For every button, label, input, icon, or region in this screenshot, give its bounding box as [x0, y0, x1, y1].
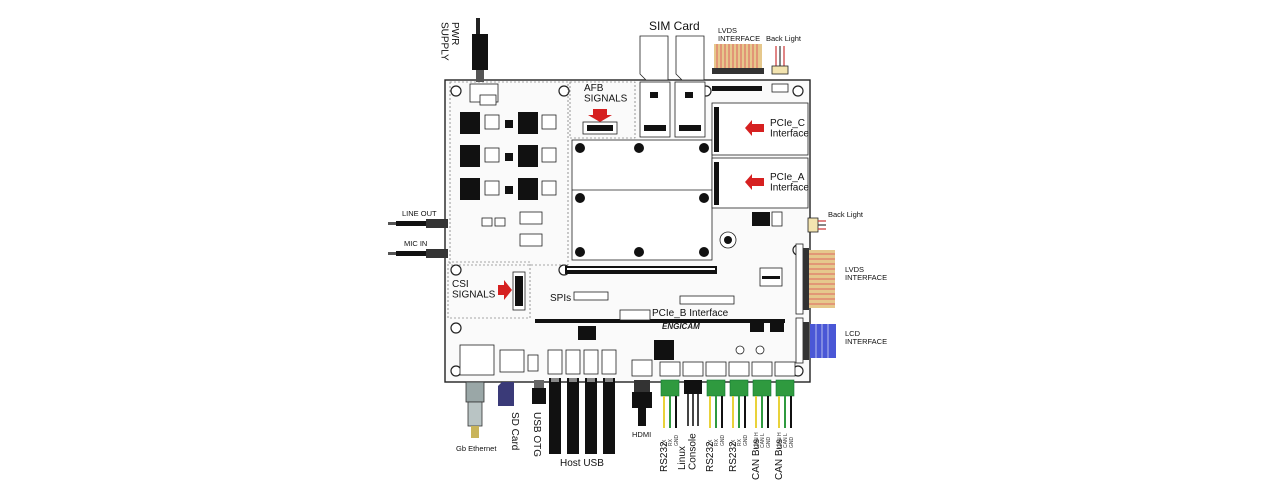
gb-ethernet-label: Gb Ethernet: [456, 444, 497, 453]
rs232-terminal-1: [660, 379, 680, 428]
lvds-board-connector: [795, 243, 804, 315]
pcie-a-arrow: [745, 174, 764, 190]
som-module: [571, 139, 713, 261]
spi-header: [573, 291, 609, 301]
pin-label: TX: [662, 439, 668, 446]
pin-labels: TX RX GND TX RX GND TX RX GND CAN H CAN …: [662, 432, 795, 448]
sd-card-label: SD Card: [509, 412, 520, 450]
terminal-blocks-board: [659, 361, 796, 377]
power-regulators: [460, 112, 557, 200]
host-usb-label: Host USB: [560, 458, 604, 469]
usb-otg-label: USB OTG: [531, 412, 542, 457]
lcd-ribbon: [803, 322, 836, 360]
linux-console-label: LinuxConsole: [677, 433, 699, 470]
pin-label: CAN H: [754, 432, 760, 448]
pin-label: CAN L: [783, 433, 789, 448]
pin-label: TX: [708, 439, 714, 446]
pcie-b-slot: [535, 319, 785, 323]
lvds-ribbon-top: [712, 44, 764, 74]
pin-label: GND: [674, 435, 680, 447]
sim-card-1: [639, 35, 669, 81]
pin-label: RX: [668, 438, 674, 446]
lcd-board-connector: [795, 317, 804, 364]
spis-label: SPIs: [550, 293, 571, 304]
backlight-connector-top: [771, 46, 789, 75]
sim-card-label: SIM Card: [649, 19, 700, 33]
can-bus-2-label: CAN Bus: [774, 439, 785, 480]
pin-label: GND: [720, 435, 726, 447]
mic-in-label: MIC IN: [404, 239, 427, 248]
pcie-c-arrow: [745, 120, 764, 136]
pin-label: CAN H: [777, 432, 783, 448]
rs232-terminal-2: [706, 379, 726, 428]
pcie-c-slot: [714, 107, 719, 152]
ethernet-port: [459, 344, 495, 376]
pin-label: GND: [743, 435, 749, 447]
pcie-a-slot: [714, 162, 719, 205]
sim-card-2: [675, 35, 705, 81]
pin-label: TX: [731, 439, 737, 446]
rs232-2-label: RS232: [705, 441, 716, 472]
pin-label: CAN L: [760, 433, 766, 448]
can-bus-1-label: CAN Bus: [751, 439, 762, 480]
sd-card: [498, 382, 514, 406]
rs232-3-label: RS232: [728, 441, 739, 472]
host-usb-plugs: [549, 378, 615, 454]
csi-arrow: [498, 280, 512, 300]
usb-ports: [547, 349, 617, 375]
ethernet-plug: [465, 381, 485, 438]
pin-label: GND: [766, 437, 772, 449]
linux-console-connector: [684, 380, 702, 426]
pwr-supply-label: PWRSUPPLY: [439, 22, 461, 61]
gpio-header: [679, 295, 735, 305]
pin-label: RX: [737, 438, 743, 446]
line-out-jack: [388, 219, 448, 228]
hdmi-plug: [632, 380, 652, 426]
pin-label: RX: [714, 438, 720, 446]
rs232-1-label: RS232: [659, 441, 670, 472]
mic-in-jack: [388, 249, 448, 258]
backlight-connector-right: [807, 217, 826, 233]
usb-otg-plug: [532, 380, 546, 404]
line-out-label: LINE OUT: [402, 209, 437, 218]
afb-arrow: [588, 109, 612, 122]
back-light-top-label: Back Light: [766, 34, 802, 43]
power-jack: [472, 18, 488, 82]
hdmi-label: HDMI: [632, 430, 651, 439]
pin-label: GND: [789, 437, 795, 449]
engicam-logo: ENGICAM: [662, 322, 700, 331]
pcie-b-label: PCIe_B Interface: [652, 308, 729, 319]
lvds-ribbon-right: [803, 248, 835, 310]
can-bus-terminal-1: [752, 379, 772, 428]
back-light-right-label: Back Light: [828, 210, 864, 219]
can-bus-terminal-2: [775, 379, 795, 428]
rs232-terminal-3: [729, 379, 749, 428]
